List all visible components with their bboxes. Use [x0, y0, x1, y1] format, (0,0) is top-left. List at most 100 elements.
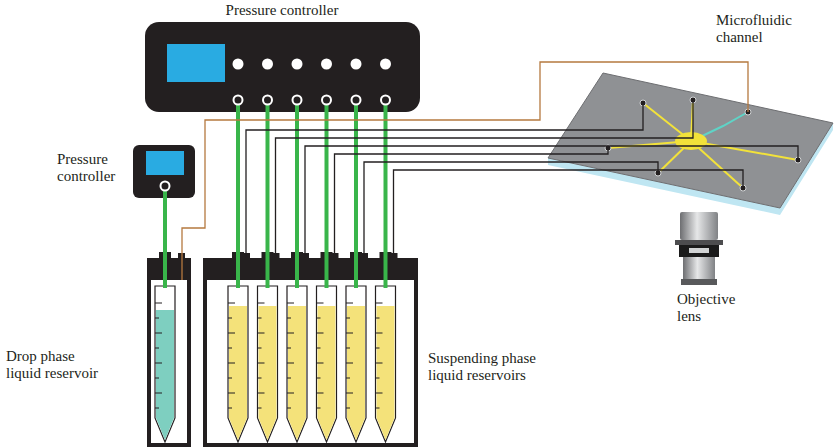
inlet-port	[690, 97, 696, 103]
wire-cap	[273, 253, 280, 258]
graduation-mark	[287, 363, 294, 364]
indicator-dot	[233, 59, 244, 70]
tube-stub	[325, 258, 329, 288]
pressure-tube	[295, 112, 299, 258]
graduation-mark	[376, 333, 383, 334]
tube-cap	[262, 252, 274, 258]
tube-stub	[236, 258, 240, 288]
objective-lens: Objective lens	[675, 212, 723, 287]
tube-cap	[232, 252, 244, 258]
wire-cap	[332, 253, 339, 258]
inlet-port	[605, 145, 611, 151]
tube-cap	[291, 252, 303, 258]
graduation-mark	[155, 408, 159, 409]
pressure-tube	[354, 112, 358, 258]
component-label: Pressure controller	[182, 2, 382, 19]
tube-liquid	[288, 306, 306, 440]
graduation-mark	[317, 333, 324, 334]
graduation-mark	[376, 363, 383, 364]
graduation-mark	[287, 303, 294, 304]
tube-liquid	[318, 306, 336, 440]
graduation-mark	[287, 408, 291, 409]
reservoir-holder	[149, 260, 189, 445]
inlet-port	[745, 109, 751, 115]
graduation-mark	[228, 363, 235, 364]
graduation-mark	[287, 393, 294, 394]
graduation-mark	[346, 378, 350, 379]
holder-lid	[147, 258, 191, 280]
indicator-dot	[292, 59, 303, 70]
pressure-tube	[325, 112, 329, 258]
liquid-reservoir: Drop phase liquid reservoir	[147, 258, 191, 447]
illustration	[203, 258, 418, 447]
graduation-mark	[287, 348, 291, 349]
pressure-tube	[163, 198, 167, 258]
inlet-port	[640, 100, 646, 106]
tube-cap	[380, 252, 392, 258]
graduation-mark	[346, 408, 350, 409]
tube-cap	[159, 252, 171, 258]
graduation-mark	[287, 318, 291, 319]
graduation-mark	[346, 318, 350, 319]
graduation-mark	[376, 318, 380, 319]
graduation-mark	[346, 363, 353, 364]
graduation-mark	[228, 378, 232, 379]
tube-liquid	[259, 306, 277, 440]
test-tube	[346, 286, 366, 442]
graduation-mark	[258, 318, 262, 319]
graduation-mark	[228, 408, 232, 409]
graduation-mark	[317, 378, 321, 379]
microfluidic-chip: Microfluidic channel	[548, 68, 836, 218]
component-label: Objective lens	[677, 291, 757, 325]
graduation-mark	[228, 303, 235, 304]
tube-stub	[384, 258, 388, 288]
graduation-mark	[258, 393, 265, 394]
graduation-mark	[228, 333, 235, 334]
graduation-mark	[287, 378, 291, 379]
test-tube	[317, 286, 337, 442]
graduation-mark	[317, 363, 324, 364]
illustration	[145, 22, 420, 112]
graduation-mark	[258, 378, 262, 379]
indicator-dot	[380, 59, 391, 70]
graduation-mark	[155, 348, 159, 349]
outlet-socket	[234, 96, 243, 105]
graduation-mark	[155, 363, 162, 364]
pressure-tube	[266, 112, 270, 258]
tube-cap	[350, 252, 362, 258]
wire-cap	[178, 253, 185, 258]
graduation-mark	[376, 348, 380, 349]
tube-stub	[295, 258, 299, 288]
pressure-tube	[236, 112, 240, 258]
channel-branch	[691, 141, 798, 160]
lens-barrel	[683, 257, 715, 281]
test-tube	[258, 286, 278, 442]
illustration	[675, 212, 723, 287]
outlet-socket	[293, 96, 302, 105]
indicator-dot	[351, 59, 362, 70]
component-label: Microfluidic channel	[716, 12, 816, 46]
test-tube	[155, 286, 175, 442]
indicator-dot	[321, 59, 332, 70]
tube-liquid	[229, 306, 247, 440]
graduation-mark	[258, 408, 262, 409]
graduation-mark	[317, 408, 321, 409]
outlet-socket	[352, 96, 361, 105]
graduation-mark	[346, 348, 350, 349]
graduation-mark	[376, 303, 383, 304]
graduation-mark	[155, 333, 162, 334]
wire-cap	[391, 253, 398, 258]
display-screen	[146, 151, 184, 175]
graduation-mark	[258, 303, 265, 304]
wire-stub	[181, 258, 182, 280]
channel-chamber	[675, 132, 707, 150]
graduation-mark	[317, 303, 324, 304]
liquid-reservoir-rack: Suspending phase liquid reservoirs	[203, 258, 418, 447]
tube-stub	[354, 258, 358, 288]
illustration	[133, 145, 195, 198]
graduation-mark	[317, 393, 324, 394]
tube-liquid	[347, 306, 365, 440]
lens-highlight	[689, 248, 709, 253]
graduation-mark	[155, 318, 159, 319]
